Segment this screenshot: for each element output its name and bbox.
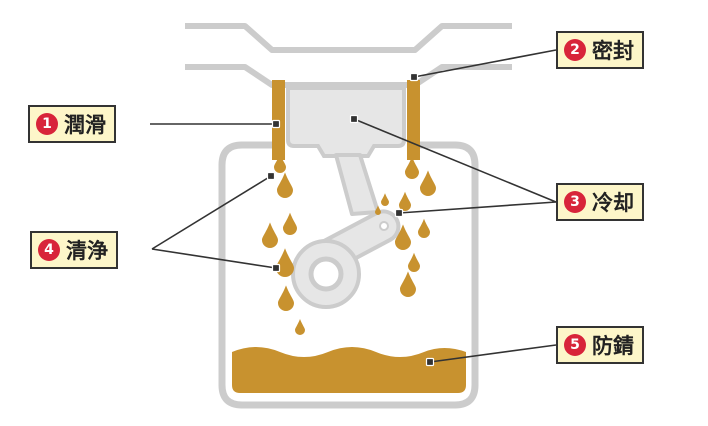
- badge-2: 2: [564, 39, 586, 61]
- label-lubrication-text: 潤滑: [64, 113, 106, 137]
- leader-line-cooling-rod: [398, 201, 557, 214]
- label-cooling-text: 冷却: [592, 191, 634, 215]
- oil-droplet: [277, 172, 293, 198]
- marker-rust-prevention: [425, 357, 435, 367]
- marker-sealing: [409, 72, 419, 82]
- connecting-rod: [334, 153, 380, 216]
- label-cleaning: 4 清浄: [30, 231, 118, 269]
- oil-droplet: [262, 222, 278, 248]
- label-lubrication: 1 潤滑: [28, 105, 116, 143]
- oil-droplet: [375, 205, 381, 215]
- oil-droplet: [408, 252, 420, 272]
- oil-droplet: [381, 193, 389, 206]
- leader-line-cleaning-top: [151, 175, 272, 250]
- leader-line-cleaning-bottom: [151, 248, 277, 269]
- label-rust-prevention: 5 防錆: [556, 326, 644, 364]
- badge-5: 5: [564, 334, 586, 356]
- badge-1: 1: [36, 113, 58, 135]
- cylinder-head-top-line: [185, 23, 512, 53]
- badge-4: 4: [38, 239, 60, 261]
- marker-cooling-piston: [349, 114, 359, 124]
- leader-line-cooling-piston: [353, 118, 557, 203]
- crankshaft-hub: [308, 256, 344, 292]
- crankcase-outline: [218, 141, 479, 409]
- label-cleaning-text: 清浄: [66, 239, 108, 263]
- oil-droplet: [274, 153, 286, 173]
- oil-droplets: [262, 153, 436, 335]
- piston: [286, 86, 406, 158]
- marker-cleaning-bottom: [271, 263, 281, 273]
- marker-cleaning-top: [266, 171, 276, 181]
- leader-line-rust-prevention: [429, 344, 557, 363]
- oil-droplet: [295, 319, 305, 335]
- leader-line-sealing: [413, 49, 557, 78]
- oil-droplet: [400, 271, 416, 297]
- crank-pin: [379, 221, 389, 231]
- oil-sump: [232, 347, 466, 393]
- label-sealing-text: 密封: [592, 39, 634, 63]
- oil-droplet: [405, 156, 419, 179]
- oil-droplet: [276, 248, 294, 277]
- oil-droplet: [399, 191, 411, 211]
- marker-lubrication: [271, 119, 281, 129]
- oil-droplet: [420, 170, 436, 196]
- oil-droplet: [278, 285, 294, 311]
- oil-droplet: [283, 212, 297, 235]
- label-rust-prevention-text: 防錆: [592, 334, 634, 358]
- cylinder-wall-right-oil: [407, 80, 420, 160]
- badge-3: 3: [564, 191, 586, 213]
- oil-droplet: [418, 218, 430, 238]
- cylinder-head-bottom-line: [185, 64, 512, 88]
- label-sealing: 2 密封: [556, 31, 644, 69]
- label-cooling: 3 冷却: [556, 183, 644, 221]
- oil-droplet: [395, 224, 411, 250]
- marker-cooling-rod: [394, 208, 404, 218]
